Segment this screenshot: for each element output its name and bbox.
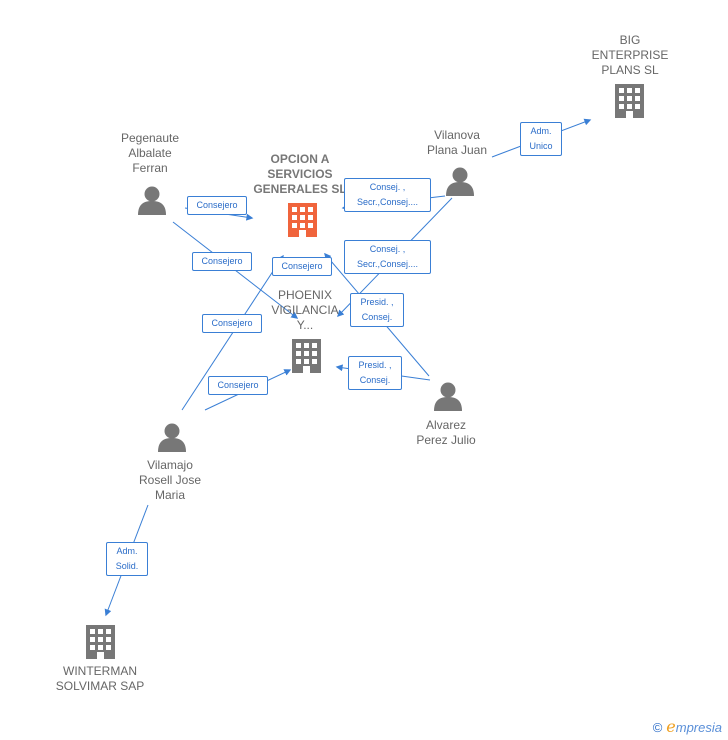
edge-label-consejero-pegenaute-phoenix[interactable]: Consejero [192,252,252,271]
building-icon [288,203,317,237]
edge-label-adm-solid[interactable]: Adm. Solid. [106,542,148,576]
edge-label-consej-vilanova-opcion[interactable]: Consej. , Secr.,Consej.... [344,178,431,212]
building-icon [86,625,115,659]
person-icon [446,167,474,196]
brand-initial: e [666,717,676,736]
brand-name: mpresia [675,720,722,735]
edge-label-consejero-vilamajo-phoenix[interactable]: Consejero [208,376,268,395]
edge-label-consejero-pegenaute-opcion[interactable]: Consejero [187,196,247,215]
node-label-vilanova[interactable]: Vilanova Plana Juan [426,128,488,157]
person-icon [434,382,462,411]
node-label-phoenix[interactable]: PHOENIX VIGILANCIA Y... [271,288,339,332]
edge-label-presid-alvarez-opcion[interactable]: Presid. , Consej. [350,293,404,327]
person-icon [158,423,186,452]
edge-label-consejero-vilamajo-opcion[interactable]: Consejero [202,314,262,333]
edge-label-consejero-alvarez-opcion[interactable]: Consejero [272,257,332,276]
node-label-pegenaute[interactable]: Pegenaute Albalate Ferran [120,131,180,175]
edge-label-presid-alvarez-phoenix[interactable]: Presid. , Consej. [348,356,402,390]
node-label-alvarez[interactable]: Alvarez Perez Julio [416,418,476,447]
edge-label-adm-unico[interactable]: Adm. Unico [520,122,562,156]
building-icon [615,84,644,118]
node-label-opcion-a[interactable]: OPCION A SERVICIOS GENERALES SL [253,152,347,196]
node-label-winterman[interactable]: WINTERMAN SOLVIMAR SAP [55,664,145,693]
person-icon [138,186,166,215]
building-icon [292,339,321,373]
edge-label-consej-vilanova-phoenix[interactable]: Consej. , Secr.,Consej.... [344,240,431,274]
node-label-big-enterprise[interactable]: BIG ENTERPRISE PLANS SL [591,33,669,77]
node-label-vilamajo[interactable]: Vilamajo Rosell Jose Maria [138,458,202,502]
copyright-symbol: © [652,720,663,735]
edge-vilamajo-opcion [181,254,284,411]
empresia-logo[interactable]: ©empresia [653,717,722,736]
